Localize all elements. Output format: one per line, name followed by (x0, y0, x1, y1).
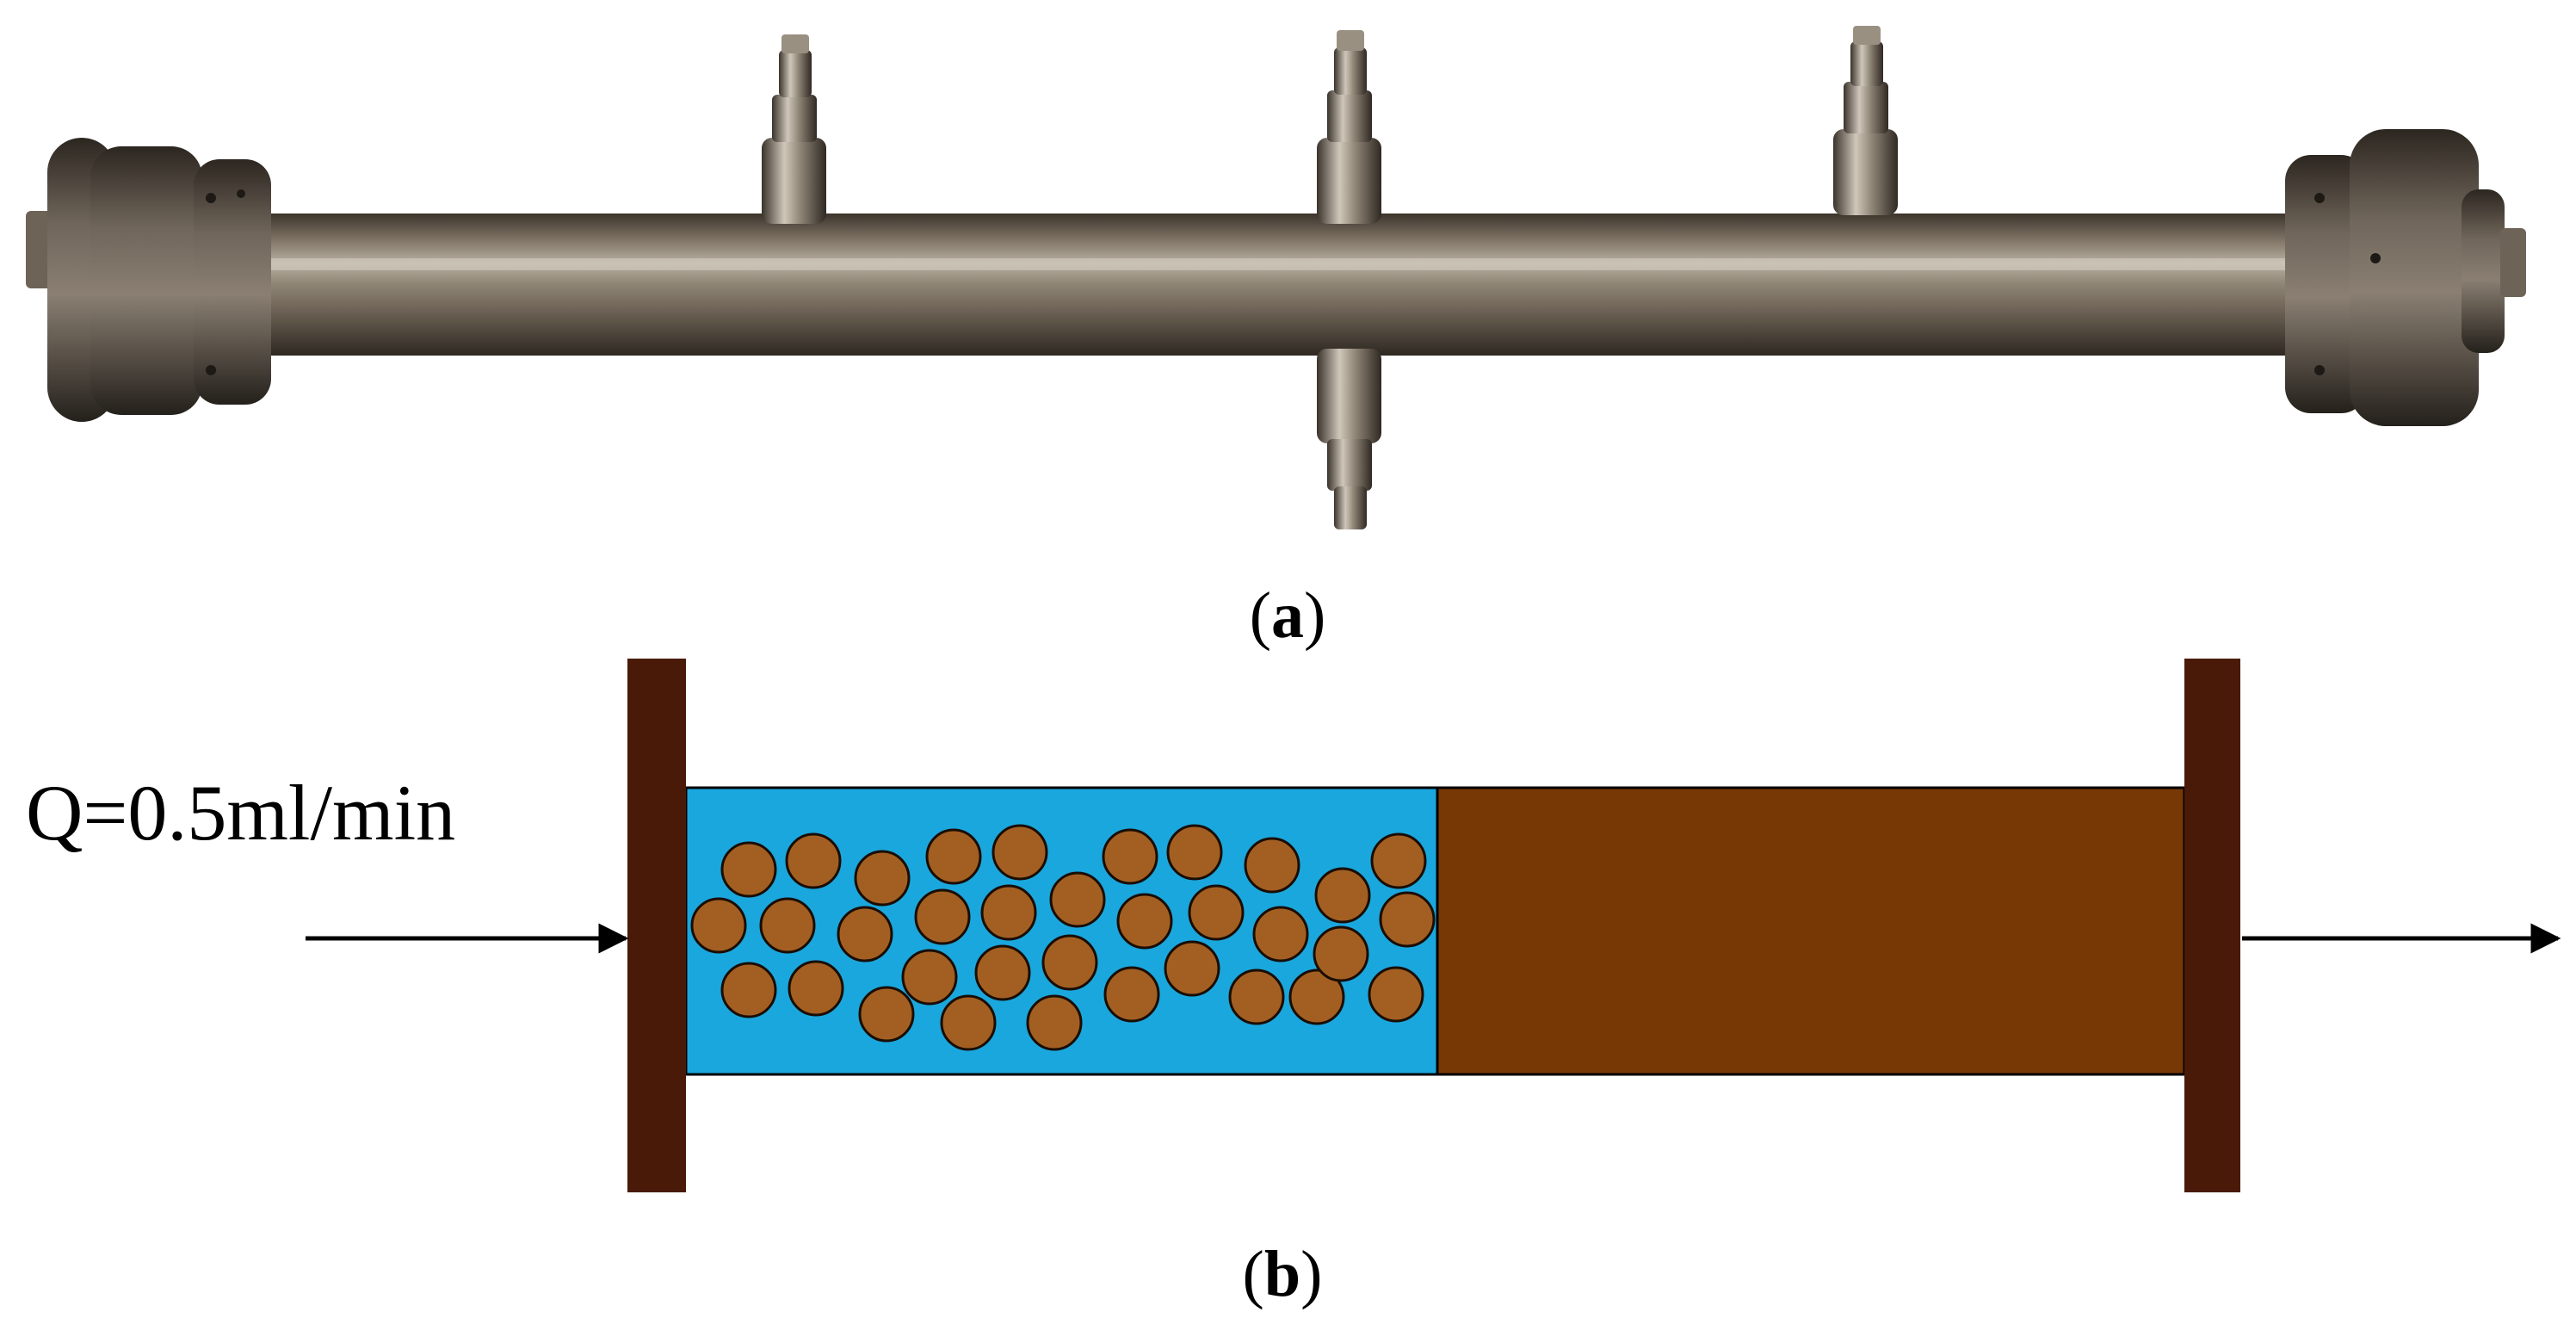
sand-particle (914, 888, 971, 945)
sand-particle (1370, 832, 1427, 889)
outlet-flange (2184, 659, 2240, 1192)
sand-particle (1288, 969, 1345, 1025)
sand-particle (1314, 867, 1371, 924)
caption-a: (a) (1250, 579, 1326, 652)
sand-particle (901, 949, 958, 1006)
sand-particle (1041, 934, 1098, 991)
sand-particle (1368, 966, 1424, 1023)
sand-particle (1379, 891, 1436, 948)
sand-particle (1244, 837, 1300, 894)
left-end-flange (26, 138, 271, 422)
sand-particle (785, 832, 842, 889)
sand-particle (940, 994, 997, 1051)
sand-particle (1026, 994, 1083, 1051)
sand-particle (1164, 940, 1220, 997)
sand-particle (720, 841, 777, 898)
flow-rate-label: Q=0.5ml/min (26, 769, 455, 857)
sand-particle (788, 960, 844, 1017)
sand-particle (854, 850, 911, 907)
sand-particle (690, 897, 747, 954)
sand-particle (974, 944, 1031, 1001)
pressure-port-3 (1833, 26, 1898, 215)
inlet-flange (627, 659, 686, 1192)
sand-particle (1188, 884, 1245, 941)
tube-highlight (250, 258, 2315, 270)
sand-particle (1103, 966, 1160, 1023)
sand-particle (1166, 824, 1223, 881)
pressure-port-1 (762, 34, 826, 224)
sand-pack-zone (1436, 786, 2186, 1076)
sand-particle (1313, 925, 1369, 982)
sand-particle (1049, 871, 1106, 928)
sand-particle (759, 897, 816, 954)
caption-b: (b) (1243, 1238, 1323, 1310)
sand-particle (858, 986, 915, 1043)
sand-particle (1102, 828, 1158, 885)
sand-particle (837, 906, 893, 962)
sand-particles (690, 824, 1436, 1051)
sand-particle (720, 962, 777, 1018)
sand-particle (1228, 969, 1285, 1025)
sand-particle (925, 828, 982, 885)
sand-particle (1116, 893, 1173, 950)
bottom-port (1317, 349, 1381, 529)
core-schematic (306, 659, 2561, 1192)
right-end-flange (2285, 129, 2526, 426)
steel-tube (241, 214, 2324, 356)
core-holder-photo (26, 26, 2526, 529)
sand-particle (1252, 906, 1309, 962)
sand-particle (991, 824, 1048, 881)
sand-particle (980, 884, 1037, 941)
pressure-port-2 (1317, 30, 1381, 224)
